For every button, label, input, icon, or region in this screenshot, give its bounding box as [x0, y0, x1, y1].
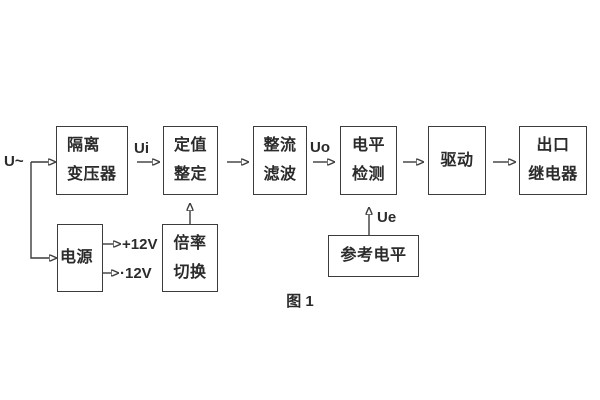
figure-caption: 图 1: [286, 293, 314, 310]
block-driver: 驱动: [428, 126, 486, 195]
label-input-voltage: U~: [4, 153, 24, 170]
block-isolation-transformer: 隔离 变压器: [56, 126, 128, 195]
block-label: 变压器: [67, 166, 117, 183]
block-label: 倍率: [173, 234, 207, 252]
block-level-detector: 电平 检测: [340, 126, 397, 195]
block-power-supply: 电源: [57, 224, 103, 292]
block-ratio-switch: 倍率 切换: [162, 224, 218, 292]
label-uo: Uo: [310, 139, 330, 156]
block-label: 滤波: [263, 166, 297, 183]
label-minus-12v: ·12V: [120, 265, 152, 282]
label-plus-12v: +12V: [122, 236, 158, 253]
label-ui: Ui: [134, 140, 149, 157]
block-label: 检测: [351, 166, 385, 183]
arrow-input-branch-to-power-supply: [30, 162, 49, 258]
block-label: 隔离: [67, 137, 101, 154]
block-label: 电平: [351, 137, 385, 154]
block-label: 参考电平: [340, 247, 407, 264]
block-label: 整定: [173, 166, 207, 183]
block-label: 驱动: [440, 151, 474, 169]
block-label: 定值: [173, 137, 207, 154]
block-label: 电源: [60, 249, 94, 266]
block-label: 出口: [536, 137, 570, 154]
block-label: 整流: [263, 137, 297, 154]
block-value-setting: 定值 整定: [163, 126, 218, 195]
block-label: 切换: [173, 263, 207, 281]
block-label: 继电器: [528, 166, 578, 183]
block-rectifier-filter: 整流 滤波: [253, 126, 307, 195]
label-ue: Ue: [377, 209, 397, 226]
block-reference-level: 参考电平: [328, 235, 419, 277]
block-output-relay: 出口 继电器: [519, 126, 587, 195]
